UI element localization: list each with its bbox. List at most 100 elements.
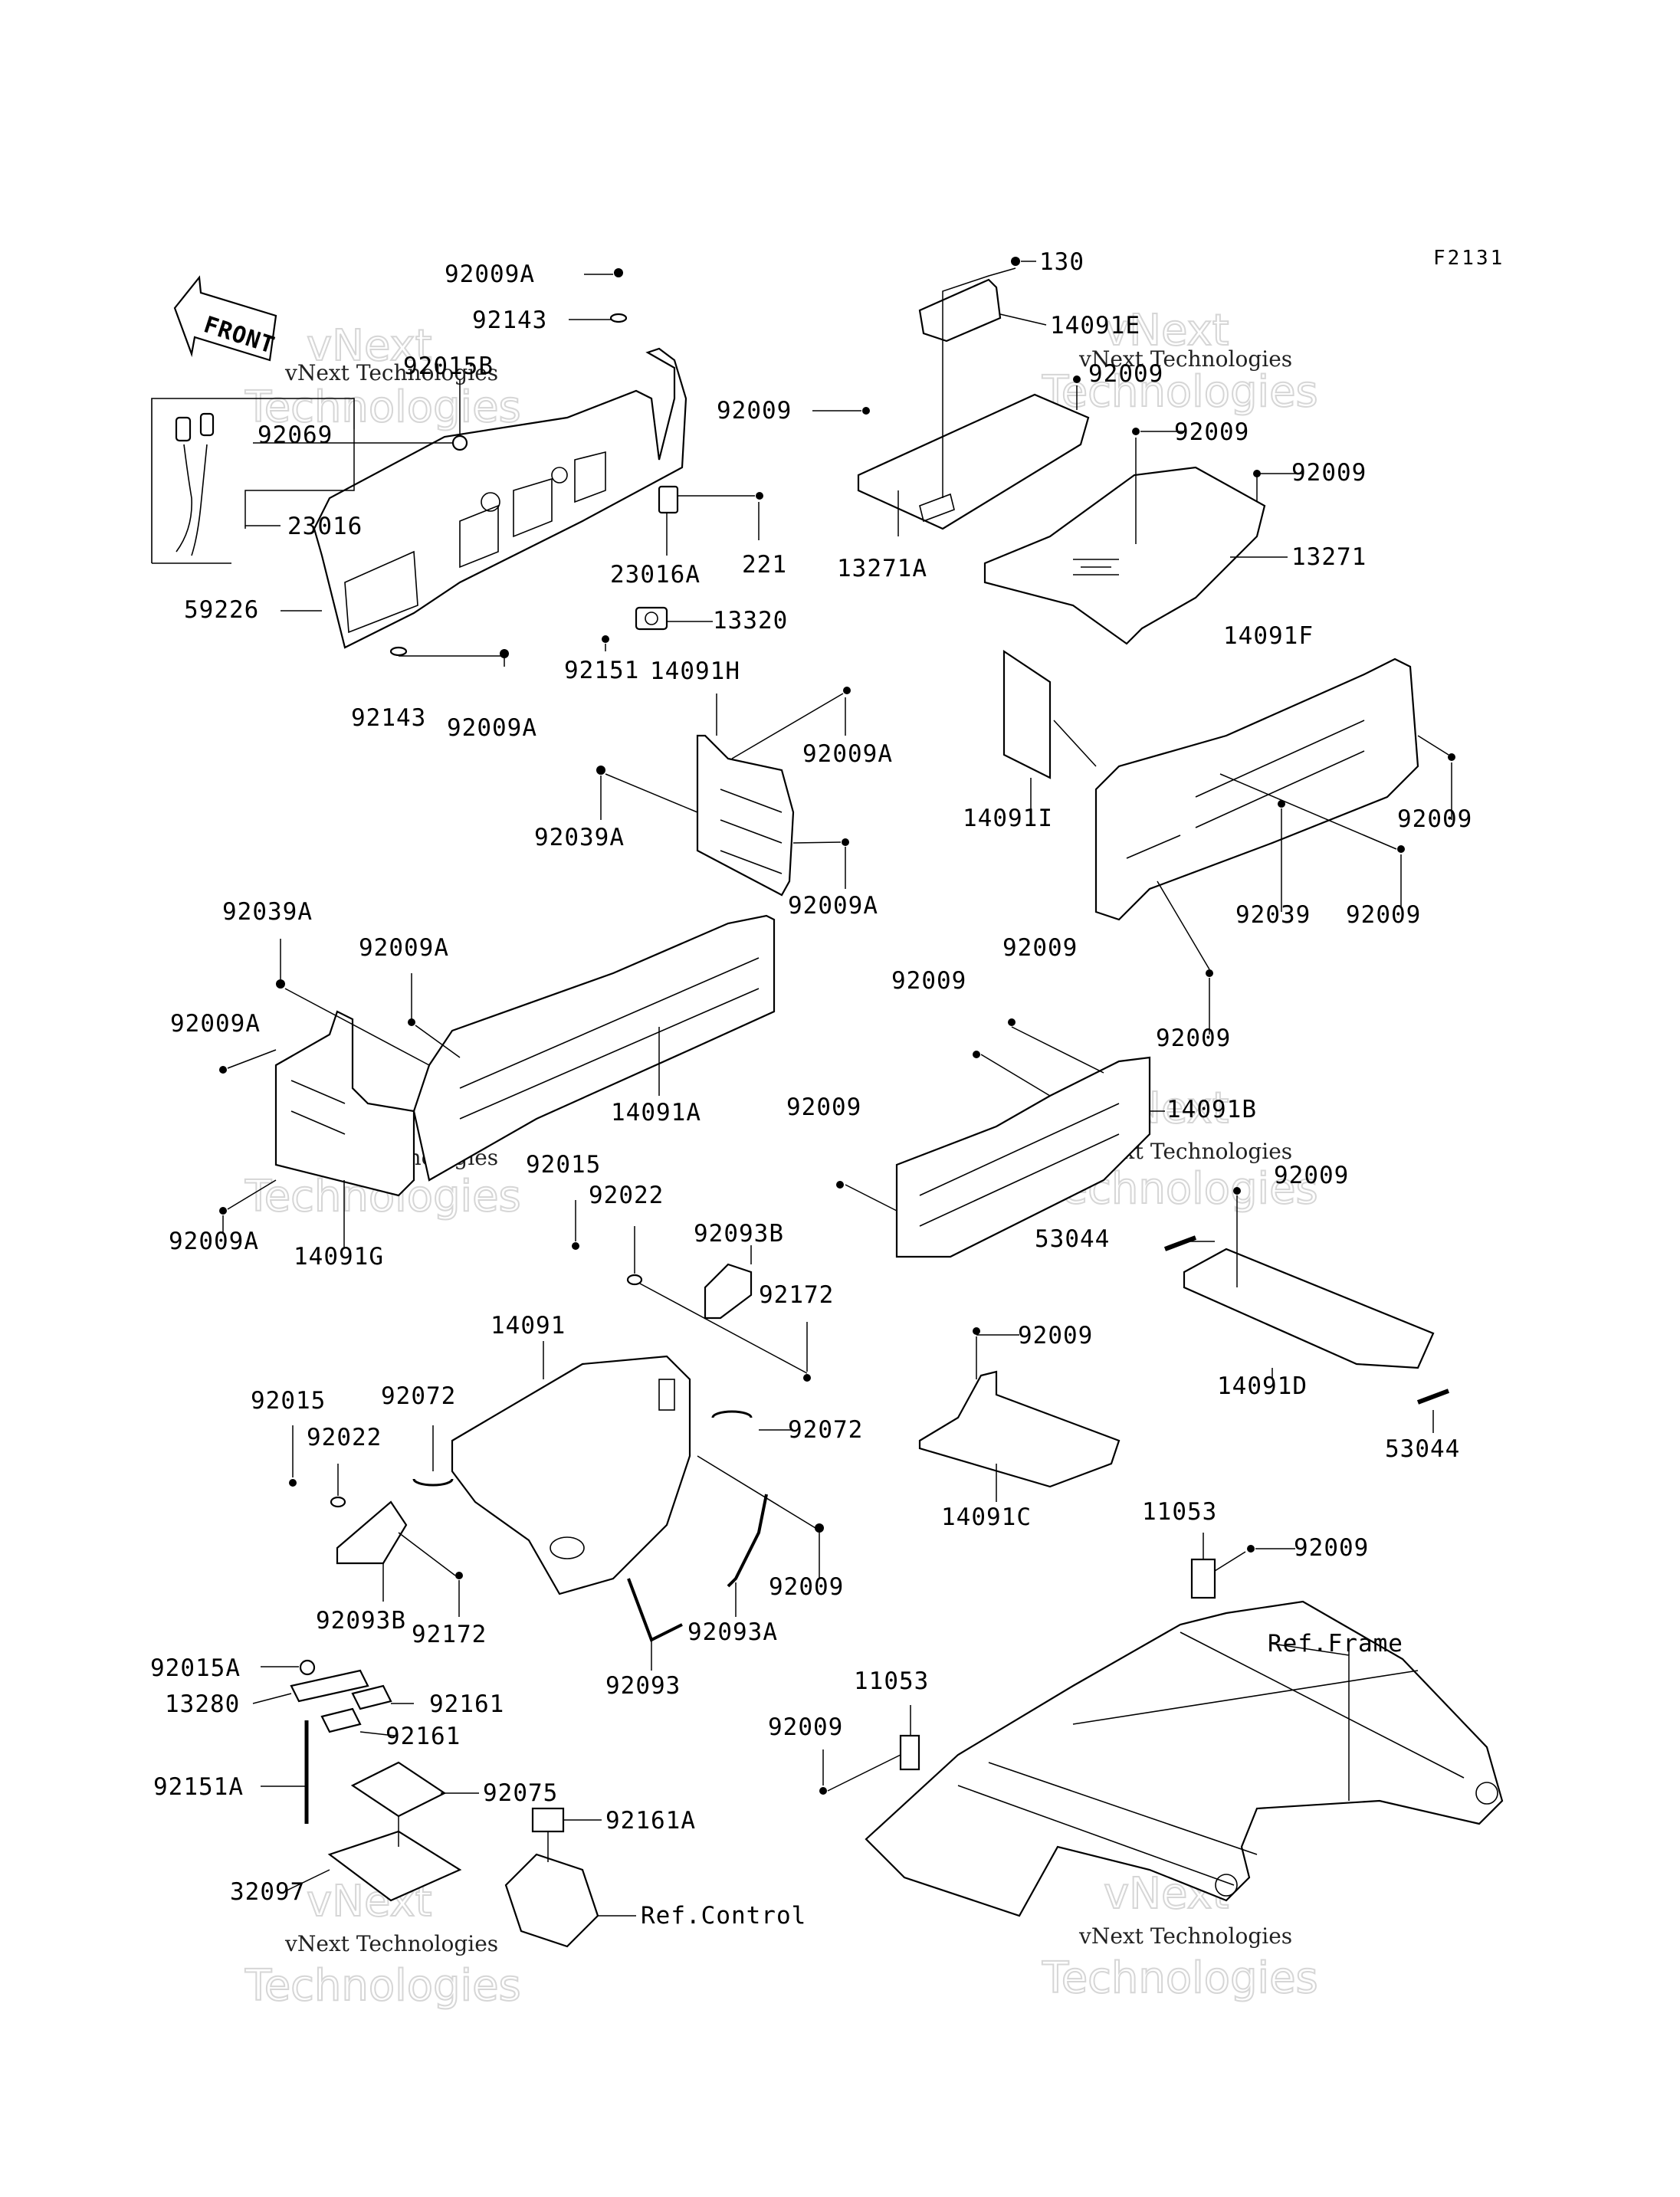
part-label: 92072	[788, 1416, 863, 1444]
part-label: 92151A	[153, 1773, 244, 1801]
part-label: 221	[742, 551, 787, 579]
part-label: 92009A	[447, 714, 537, 742]
housing-14091	[451, 1355, 691, 1595]
part-label: 92009	[768, 1713, 843, 1741]
part-label: 92009	[1346, 901, 1421, 929]
part-label: 92009	[1174, 418, 1249, 446]
part-label: 14091I	[963, 805, 1053, 832]
watermark-vnext-text: vNext	[1104, 306, 1229, 356]
part-label: 92015	[251, 1387, 326, 1415]
panel-14091i	[1002, 649, 1052, 779]
watermark-technologies-text: Technologies	[244, 382, 521, 432]
part-label: 14091D	[1217, 1372, 1308, 1400]
watermark-bottom-right: vNext vNext Technologies Technologies	[1041, 1868, 1319, 2004]
part-label: 92009	[786, 1094, 861, 1121]
part-label: 92009	[891, 967, 966, 995]
watermark-brand-text: vNext Technologies	[1078, 346, 1292, 372]
part-label: 14091C	[941, 1503, 1032, 1531]
bracket-11053-bottom	[899, 1734, 920, 1771]
part-label: 14091G	[294, 1243, 384, 1271]
part-label: 32097	[230, 1878, 305, 1906]
part-label: 92075	[483, 1779, 558, 1807]
watermark-technologies-text: Technologies	[244, 1961, 521, 2011]
part-label: 92009	[1088, 360, 1163, 388]
part-label: 92039A	[222, 898, 313, 926]
part-label: 92009	[1274, 1162, 1349, 1189]
part-label: 92009A	[170, 1010, 261, 1038]
part-label: 92161	[386, 1723, 461, 1750]
part-label: 92009	[1397, 805, 1472, 833]
front-arrow-icon: FRONT	[173, 275, 278, 362]
part-label: 92172	[759, 1281, 834, 1309]
watermark-brand-text: vNext Technologies	[284, 360, 498, 385]
part-label: 14091	[491, 1312, 566, 1340]
pad-92075	[350, 1761, 447, 1818]
clip-92072-right	[711, 1410, 753, 1418]
part-label: 53044	[1385, 1435, 1460, 1463]
part-label: 53044	[1035, 1225, 1110, 1253]
part-label: 92009A	[802, 740, 893, 768]
part-label: 92039A	[534, 824, 625, 851]
floor-plate-13271	[983, 466, 1266, 645]
pad-92161	[320, 1684, 392, 1733]
bracket-11053-top	[1190, 1558, 1216, 1599]
control-box	[504, 1853, 599, 1948]
watermark-top-right: vNext vNext Technologies Technologies	[1041, 305, 1319, 418]
part-label: 92093B	[316, 1607, 406, 1635]
dashboard-panel-59226	[313, 347, 687, 649]
watermark-vnext-text: vNext	[307, 321, 432, 371]
watermark-technologies-text: Technologies	[1042, 367, 1318, 417]
part-label: 92015B	[403, 353, 494, 380]
part-label: 92009	[769, 1573, 844, 1601]
part-label: 14091H	[650, 657, 740, 685]
cover-14091e	[918, 278, 1002, 343]
watermark-brand-text: vNext Technologies	[284, 1931, 498, 1956]
part-label: 92172	[412, 1621, 487, 1648]
part-label: 92009	[1291, 459, 1367, 487]
part-label: 92093	[605, 1672, 681, 1700]
part-label: 130	[1039, 248, 1084, 276]
part-label: 92143	[472, 307, 547, 334]
floor-plate-13271a	[857, 393, 1090, 530]
part-label: 92009A	[359, 934, 449, 962]
part-label: 92015	[526, 1151, 601, 1179]
strap-13280	[290, 1669, 369, 1703]
bracket-92093a	[727, 1494, 768, 1588]
panel-14091a	[412, 914, 776, 1182]
part-label: 92093A	[687, 1618, 778, 1646]
part-label: 23016A	[610, 561, 701, 589]
figure-code: F2131	[1433, 247, 1504, 270]
part-label: 92161A	[605, 1807, 696, 1835]
seal-53044-top	[1163, 1235, 1197, 1251]
part-label: 92151	[564, 657, 639, 684]
part-label: 13280	[165, 1690, 240, 1718]
part-label: 92009	[1002, 934, 1078, 962]
bracket-92093b-bottom	[336, 1500, 408, 1565]
watermark-top-left: vNext vNext Technologies Technologies	[244, 320, 522, 433]
block-92161a	[531, 1807, 565, 1833]
ref-frame-label: Ref.Frame	[1268, 1630, 1403, 1658]
part-label: 92009	[1294, 1534, 1369, 1562]
watermark-technologies-text: Technologies	[1042, 1953, 1318, 2003]
part-label: 92009	[1018, 1322, 1093, 1349]
part-label: 11053	[1142, 1498, 1217, 1526]
bracket-92093	[627, 1578, 683, 1642]
part-label: 92022	[589, 1182, 664, 1209]
tray-32097	[327, 1830, 462, 1902]
part-label: 59226	[184, 596, 259, 624]
part-label: 14091F	[1223, 622, 1314, 650]
part-label: 14091E	[1050, 312, 1140, 339]
part-label: 11053	[854, 1667, 929, 1695]
part-label: 92093B	[694, 1220, 784, 1248]
frame-assembly	[865, 1600, 1504, 1917]
bracket-92093b-top	[704, 1263, 753, 1320]
part-label: 92143	[351, 704, 426, 732]
fasteners	[219, 257, 1455, 1795]
part-label: 92009A	[788, 892, 878, 920]
panel-14091b	[895, 1056, 1151, 1258]
part-label: 92069	[258, 421, 333, 449]
part-label: 92009A	[169, 1228, 259, 1255]
part-label: 14091B	[1166, 1096, 1257, 1123]
part-label: 92072	[381, 1382, 456, 1410]
